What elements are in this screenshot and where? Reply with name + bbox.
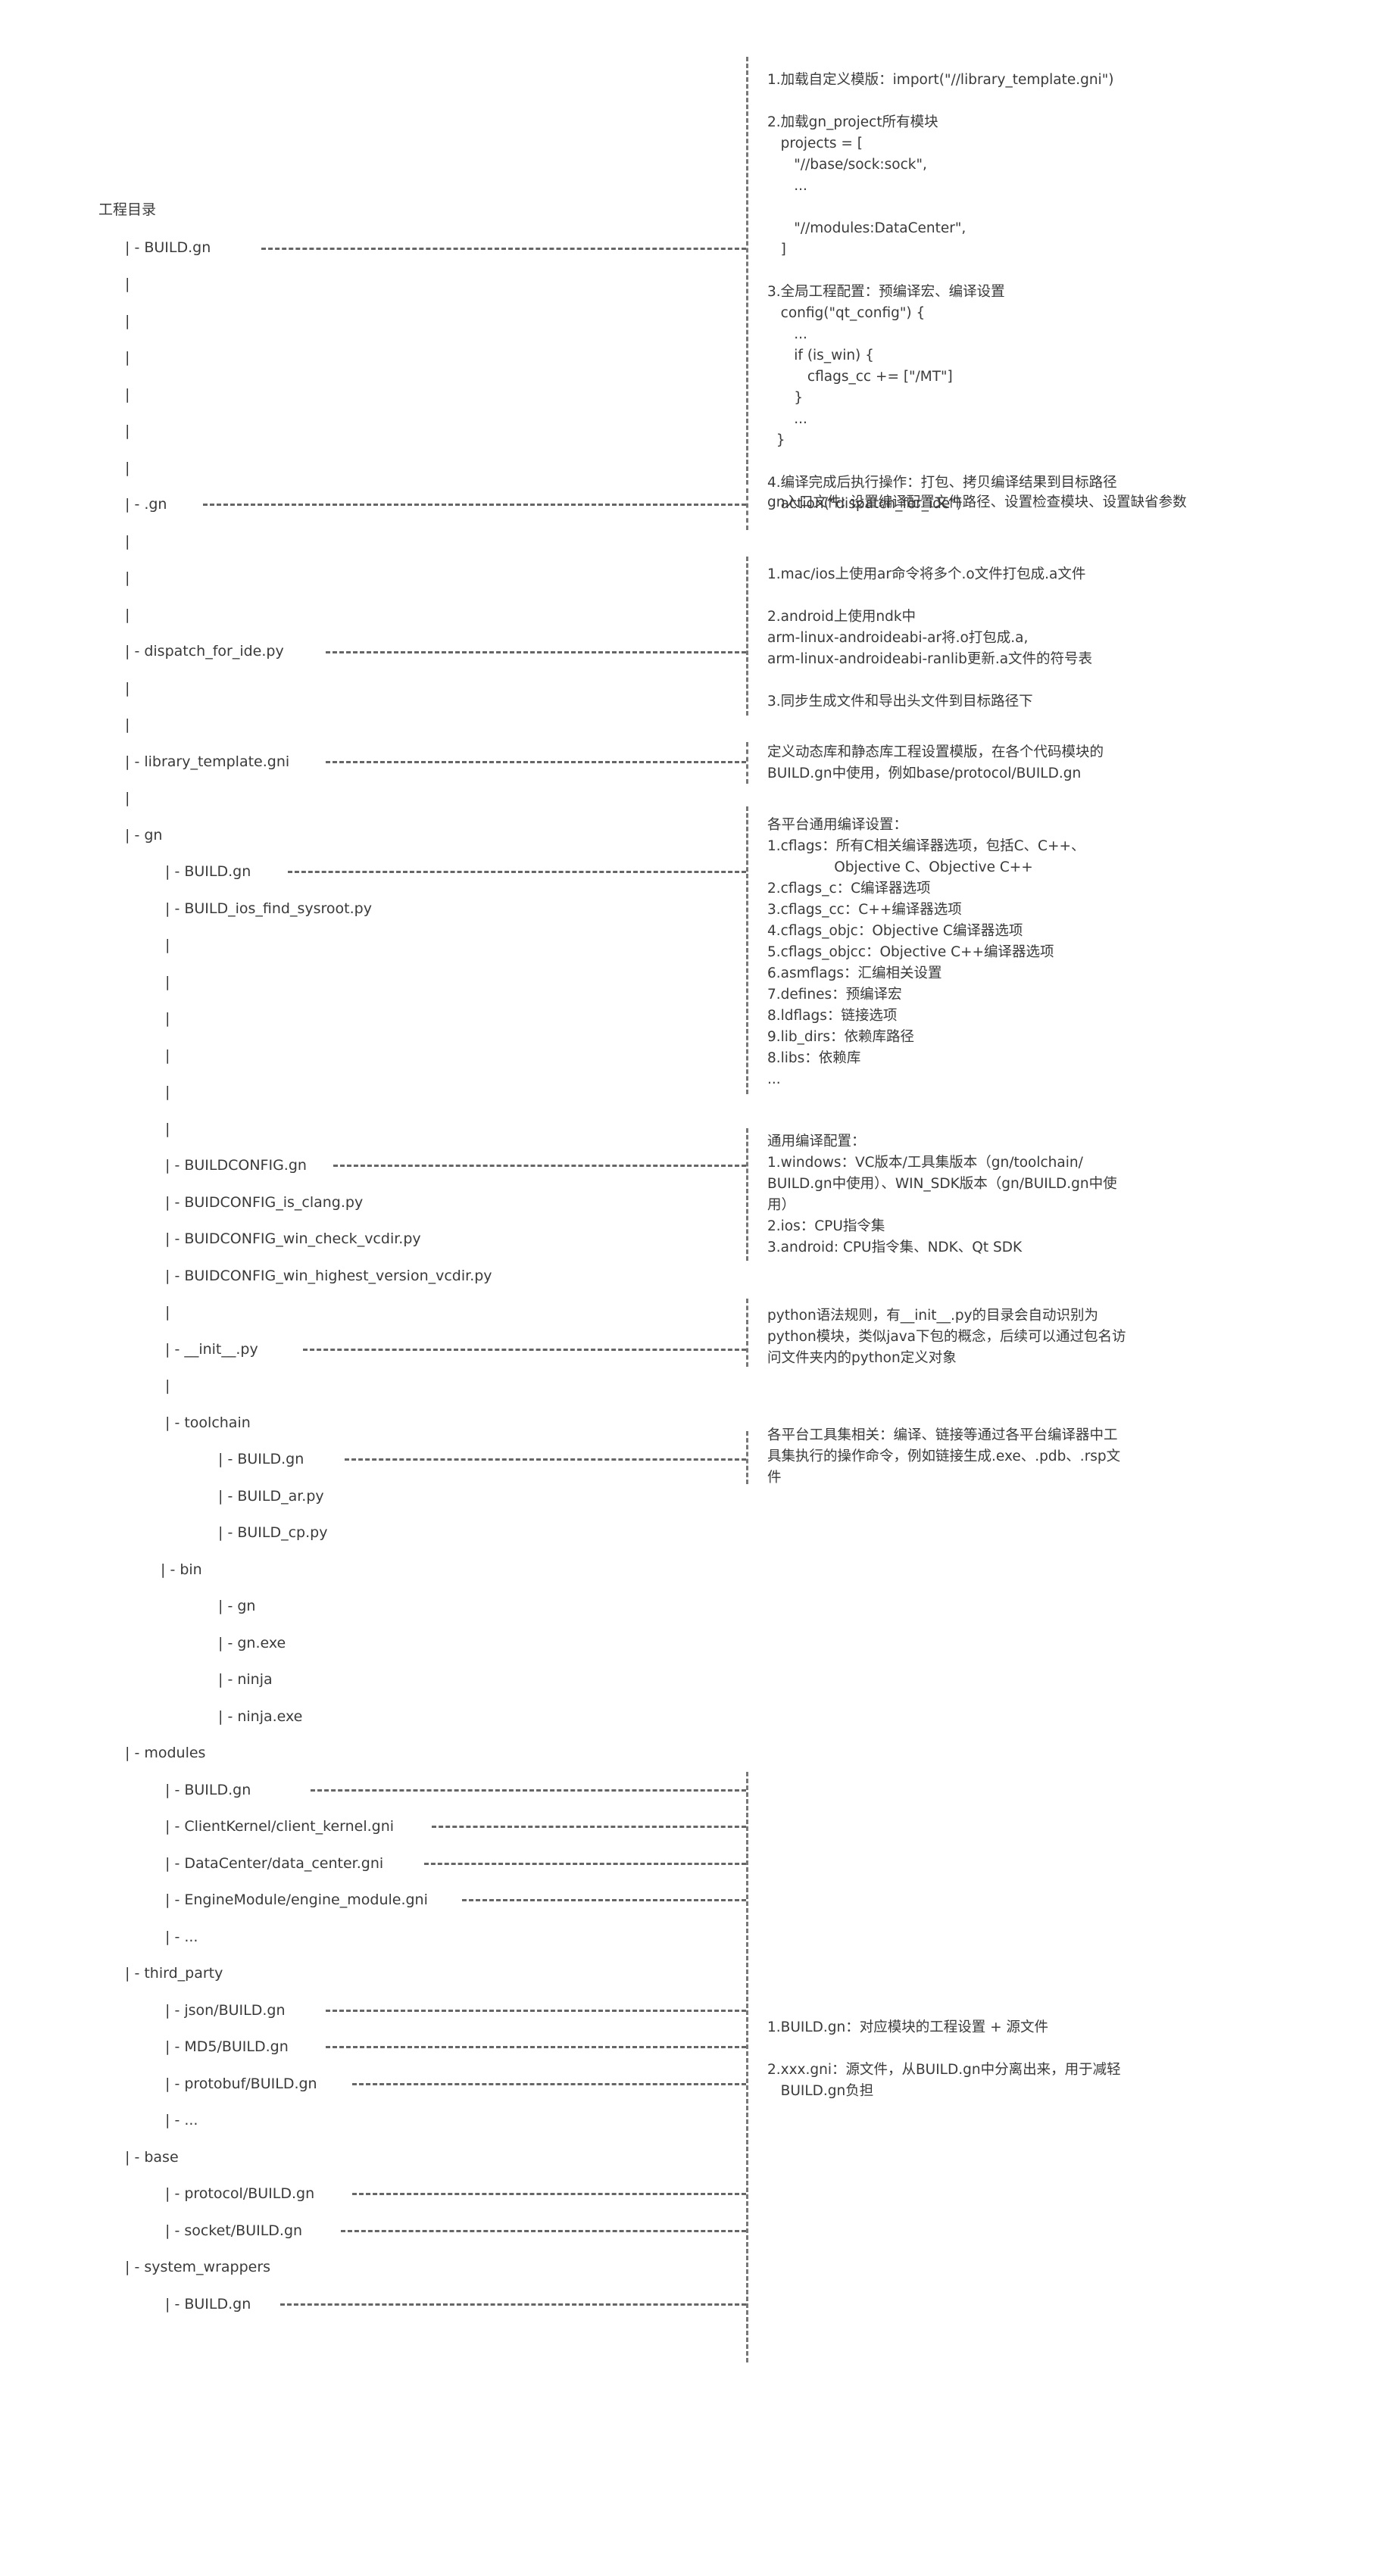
tree-node: | - BUILD_ar.py	[218, 1488, 324, 1505]
connector-line	[326, 651, 746, 653]
tree-branch-line: |	[125, 313, 130, 329]
tree-branch-line: |	[125, 276, 130, 292]
tree-node: | - __init__.py	[165, 1341, 258, 1358]
connector-line	[345, 1458, 746, 1461]
tree-branch-line: |	[125, 569, 130, 586]
tree-branch-line: |	[165, 974, 170, 990]
tree-node: | - .gn	[125, 496, 167, 513]
connector-line	[326, 2046, 746, 2048]
tree-node: | - base	[125, 2149, 179, 2166]
tree-branch-line: |	[125, 533, 130, 550]
connector-line	[288, 871, 746, 873]
dispatch-note: 1.mac/ios上使用ar命令将多个.o文件打包成.a文件 2.android…	[767, 566, 1093, 709]
tree-branch-line: |	[165, 1304, 170, 1321]
tree-node: | - BUILD_cp.py	[218, 1524, 328, 1541]
tree-node: | - library_template.gni	[125, 753, 290, 770]
tree-node: | - MD5/BUILD.gn	[165, 2038, 289, 2055]
tree-branch-line: |	[165, 1010, 170, 1027]
tree-branch-line: |	[125, 680, 130, 697]
bracket-line	[746, 57, 748, 485]
tree-branch-line: |	[165, 1377, 170, 1394]
connector-line	[280, 2303, 746, 2306]
dot-gn-note: gn入口文件: 设置编译配置文件路径、设置检查模块、设置缺省参数	[767, 494, 1187, 510]
tree-node: | - gn	[125, 827, 163, 844]
gn-build-note: 各平台通用编译设置： 1.cflags：所有C相关编译器选项，包括C、C++、 …	[767, 817, 1085, 1087]
bracket-line	[746, 488, 748, 530]
tree-node: | - BUILD.gn	[165, 1782, 251, 1798]
connector-line	[303, 1349, 746, 1351]
tree-node: | - BUILD.gn	[165, 863, 251, 880]
tree-node: | - ...	[165, 2112, 198, 2128]
modules-note: 1.BUILD.gn：对应模块的工程设置 + 源文件 2.xxx.gni：源文件…	[767, 2019, 1121, 2099]
tree-branch-line: |	[125, 460, 130, 476]
bracket-line	[746, 806, 748, 1094]
tree-node: | - socket/BUILD.gn	[165, 2222, 303, 2239]
tree-branch-line: |	[165, 1047, 170, 1064]
tree-node: | - BUILD.gn	[125, 239, 211, 256]
connector-line	[352, 2193, 746, 2195]
tree-node: | - bin	[161, 1561, 202, 1578]
tree-node: | - BUILD.gn	[218, 1451, 304, 1467]
connector-line	[424, 1863, 746, 1865]
init-py-note: python语法规则，有__init__.py的目录会自动识别为 python模…	[767, 1308, 1126, 1366]
connector-line	[341, 2230, 746, 2232]
tree-node: | - protocol/BUILD.gn	[165, 2185, 315, 2202]
tree-branch-line: |	[165, 937, 170, 953]
bracket-line	[746, 742, 748, 784]
library-template-note: 定义动态库和静态库工程设置模版，在各个代码模块的 BUILD.gn中使用，例如b…	[767, 744, 1104, 781]
tree-node: | - dispatch_for_ide.py	[125, 643, 284, 660]
tree-node: | - BUILD_ios_find_sysroot.py	[165, 900, 372, 917]
tree-node: | - modules	[125, 1745, 206, 1761]
tree-node: | - DataCenter/data_center.gni	[165, 1855, 384, 1872]
diagram-title: 工程目录	[98, 201, 157, 218]
connector-line	[352, 2083, 746, 2085]
toolchain-note: 各平台工具集相关：编译、链接等通过各平台编译器中工 具集执行的操作命令，例如链接…	[767, 1427, 1121, 1486]
tree-node: | - gn.exe	[218, 1635, 286, 1651]
bracket-line	[746, 1772, 748, 2362]
connector-line	[432, 1826, 746, 1828]
build-gn-note: 1.加载自定义模版：import("//library_template.gni…	[767, 72, 1117, 512]
tree-branch-line: |	[125, 607, 130, 623]
tree-branch-line: |	[165, 1084, 170, 1100]
connector-line	[203, 504, 746, 506]
buildconfig-note: 通用编译配置： 1.windows：VC版本/工具集版本（gn/toolchai…	[767, 1134, 1117, 1255]
tree-node: | - BUILD.gn	[165, 2296, 251, 2312]
tree-node: | - ninja.exe	[218, 1708, 303, 1725]
tree-branch-line: |	[165, 1121, 170, 1137]
tree-node: | - BUIDCONFIG_win_check_vcdir.py	[165, 1230, 421, 1247]
tree-node: | - gn	[218, 1598, 256, 1614]
tree-node: | - EngineModule/engine_module.gni	[165, 1891, 428, 1908]
tree-node: | - BUIDCONFIG_win_highest_version_vcdir…	[165, 1268, 492, 1284]
tree-node: | - ClientKernel/client_kernel.gni	[165, 1818, 395, 1835]
tree-node: | - json/BUILD.gn	[165, 2002, 286, 2019]
bracket-line	[746, 1431, 748, 1484]
tree-branch-line: |	[125, 790, 130, 806]
tree-node: | - BUIDCONFIG_is_clang.py	[165, 1194, 364, 1211]
tree-node: | - ...	[165, 1929, 198, 1945]
tree-branch-line: |	[125, 349, 130, 366]
tree-branch-line: |	[125, 423, 130, 439]
connector-line	[261, 248, 746, 250]
bracket-line	[746, 557, 748, 716]
connector-line	[462, 1899, 746, 1901]
tree-branch-line: |	[125, 386, 130, 403]
connector-line	[311, 1789, 746, 1792]
tree-node: | - toolchain	[165, 1414, 251, 1431]
tree-branch-line: |	[125, 716, 130, 733]
tree-node: | - BUILDCONFIG.gn	[165, 1157, 307, 1174]
bracket-line	[746, 1299, 748, 1367]
connector-line	[326, 2010, 746, 2012]
tree-node: | - system_wrappers	[125, 2259, 271, 2275]
connector-line	[326, 761, 746, 763]
bracket-line	[746, 1128, 748, 1261]
connector-line	[333, 1165, 746, 1167]
tree-node: | - protobuf/BUILD.gn	[165, 2075, 317, 2092]
tree-node: | - ninja	[218, 1671, 273, 1688]
tree-node: | - third_party	[125, 1965, 223, 1982]
